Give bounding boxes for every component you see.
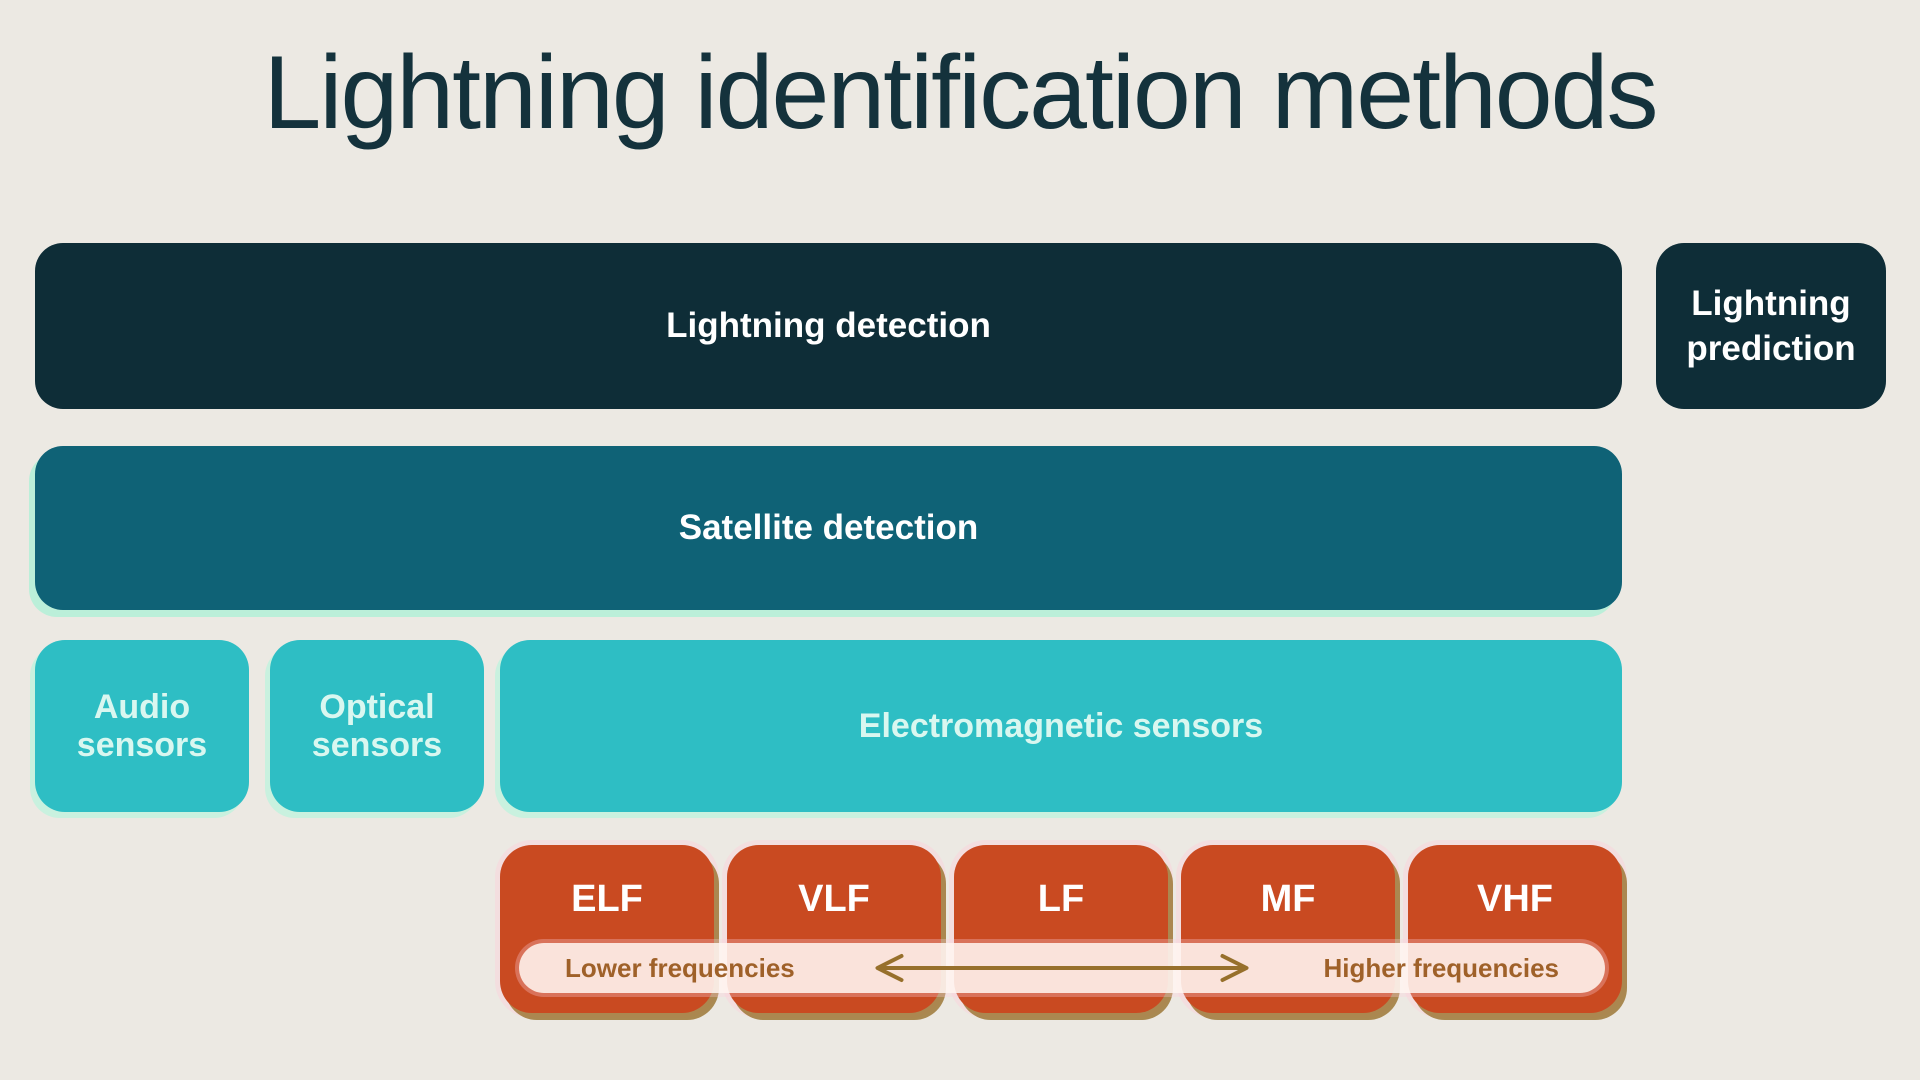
lower-frequencies-label: Lower frequencies: [565, 952, 795, 983]
band-lf-label: LF: [1037, 877, 1085, 920]
satellite-detection-label: Satellite detection: [678, 508, 979, 547]
box-audio-sensors: Audio sensors: [35, 640, 249, 812]
band-vlf-label: VLF: [798, 877, 870, 920]
box-optical-sensors: Optical sensors: [270, 640, 484, 812]
frequency-scale-bar: Lower frequencies Higher frequencies: [519, 943, 1605, 993]
lightning-detection-label: Lightning detection: [666, 306, 991, 345]
band-vhf-label: VHF: [1477, 877, 1553, 920]
page-title: Lightning identification methods: [263, 35, 1659, 151]
audio-sensors-label: Audio sensors: [76, 687, 208, 764]
frequency-arrow-icon: [875, 954, 1249, 982]
higher-frequencies-label: Higher frequencies: [1323, 952, 1559, 983]
optical-sensors-label: Optical sensors: [311, 687, 443, 764]
box-electromagnetic-sensors: Electromagnetic sensors: [500, 640, 1622, 812]
band-mf-label: MF: [1260, 877, 1316, 920]
lightning-prediction-label: Lightning prediction: [1686, 283, 1856, 369]
box-lightning-prediction: Lightning prediction: [1656, 243, 1886, 409]
box-satellite-detection: Satellite detection: [35, 446, 1622, 610]
band-elf-label: ELF: [571, 877, 643, 920]
box-lightning-detection: Lightning detection: [35, 243, 1622, 409]
electromagnetic-sensors-label: Electromagnetic sensors: [858, 706, 1264, 745]
